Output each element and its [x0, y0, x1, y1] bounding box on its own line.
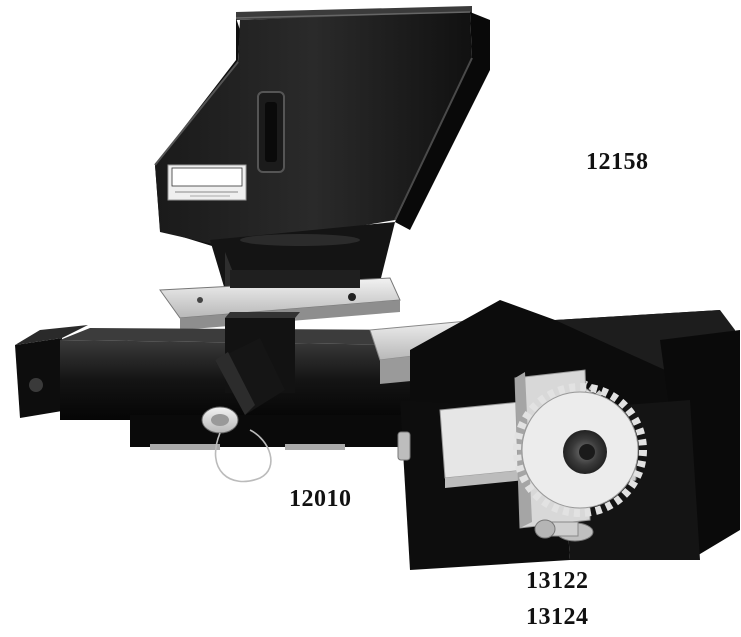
part-number-hopper: 12158: [586, 149, 649, 175]
hopper: [154, 6, 490, 290]
drive-sprockets: [513, 369, 647, 542]
part-number-drive-b: 13124: [526, 604, 589, 630]
part-number-drive-a: 13122: [526, 568, 589, 594]
part-number-hitch: 12010: [289, 486, 352, 512]
drain-plug: [201, 406, 272, 483]
hitch-bar: [15, 312, 430, 450]
brand-logo: [167, 164, 247, 201]
